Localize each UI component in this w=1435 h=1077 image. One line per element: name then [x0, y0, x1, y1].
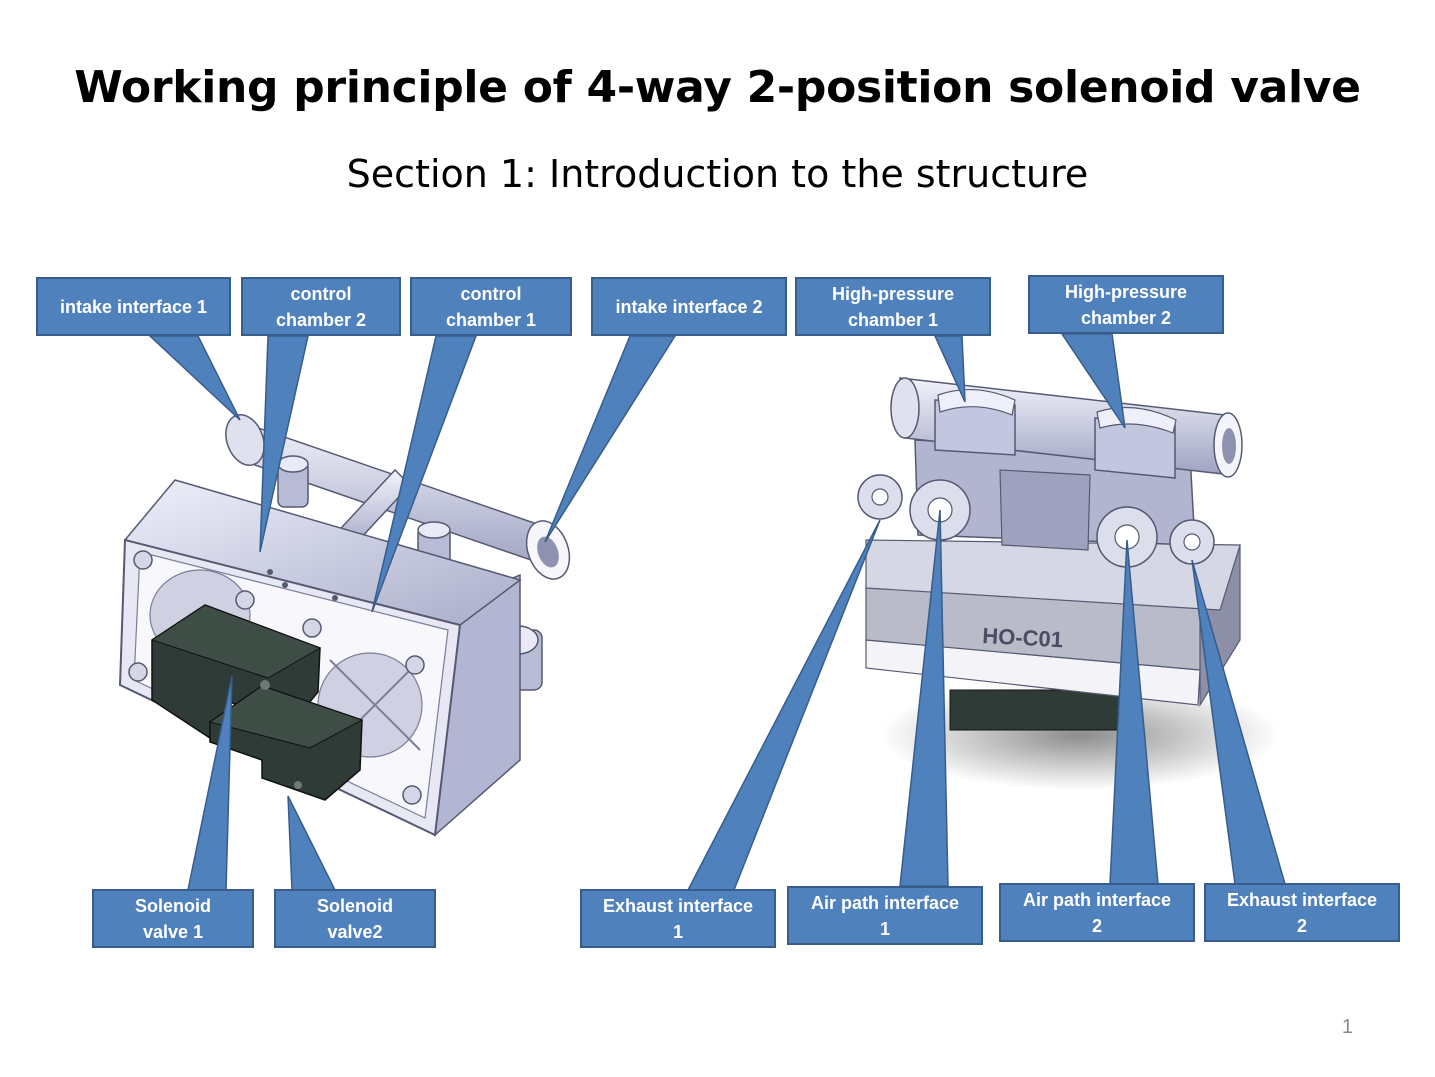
callout-air-path-interface-2: Air path interface 2	[999, 883, 1195, 942]
left-valve-solenoids	[150, 604, 364, 801]
callout-air-path-interface-1: Air path interface 1	[787, 886, 983, 945]
callout-control-chamber-2: control chamber 2	[241, 277, 401, 336]
pointer-control1	[371, 335, 478, 613]
callout-exhaust-interface-1: Exhaust interface 1	[580, 889, 776, 948]
model-marking: HO-C01	[982, 623, 1064, 652]
callout-exhaust-interface-2: Exhaust interface 2	[1204, 883, 1400, 942]
callout-high-pressure-chamber-2: High-pressure chamber 2	[1028, 275, 1224, 334]
pointer-intake2	[544, 335, 677, 543]
pointer-exh1	[686, 519, 881, 891]
page-number: 1	[1341, 1016, 1353, 1038]
pointer-hp1	[933, 335, 966, 403]
slide-subtitle: Section 1: Introduction to the structure	[346, 152, 1089, 196]
callout-solenoid-valve-1: Solenoid valve 1	[92, 889, 254, 948]
pointer-sol2	[287, 795, 337, 891]
pointer-control2	[259, 335, 309, 553]
callout-intake-interface-1: intake interface 1	[36, 277, 231, 336]
callout-intake-interface-2: intake interface 2	[591, 277, 787, 336]
pointer-intake1	[148, 335, 241, 421]
pointer-hp2	[1060, 333, 1126, 429]
slide-title: Working principle of 4-way 2-position so…	[74, 62, 1361, 113]
callout-high-pressure-chamber-1: High-pressure chamber 1	[795, 277, 991, 336]
callout-solenoid-valve-2: Solenoid valve2	[274, 889, 436, 948]
callout-control-chamber-1: control chamber 1	[410, 277, 572, 336]
